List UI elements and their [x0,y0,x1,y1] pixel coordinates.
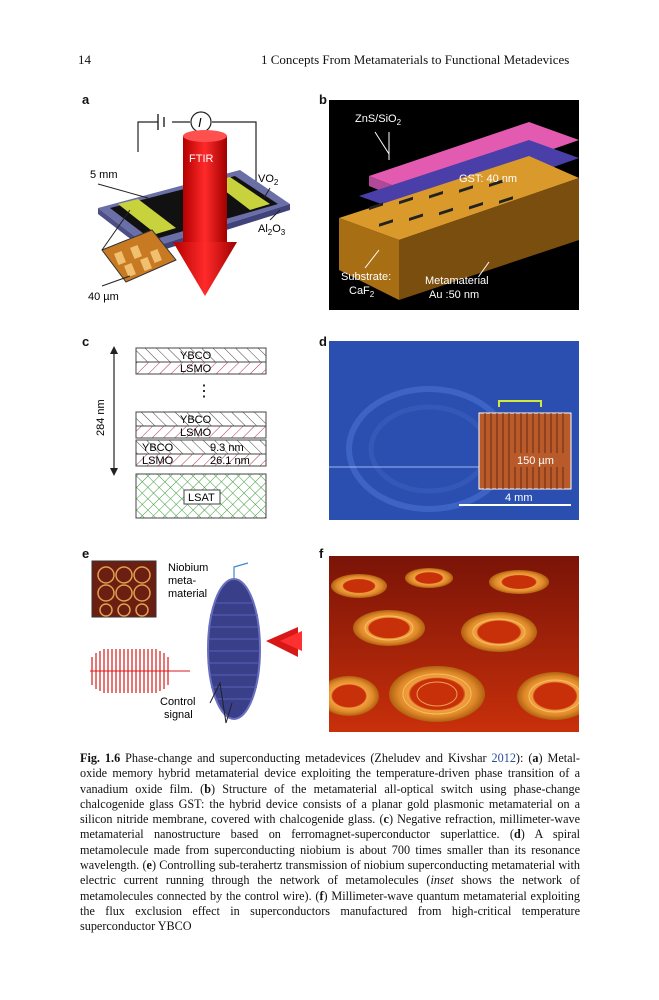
au-label: Au :50 nm [429,289,479,301]
niobium-label-3: material [168,588,207,600]
lsat-label: LSAT [188,492,215,504]
panel-label-a: a [82,92,90,107]
panel-e-niobium: Niobium meta- material Control signal [80,553,310,733]
caption-text: ) Negative refraction, millimeter-wave m… [80,812,580,842]
panel-label-b: b [319,92,327,107]
running-header: 1 Concepts From Metamaterials to Functio… [261,52,570,67]
metamaterial-label: Metamaterial [425,275,489,287]
ftir-label: FTIR [189,153,213,165]
control-label-1: Control [160,696,195,708]
niobium-label-1: Niobium [168,562,208,574]
caption-panel-ref: f [319,888,324,903]
caption-inset-word: inset [430,873,454,888]
caption-text: shows the network of metamolecules conne… [80,873,580,903]
page-number: 14 [78,52,91,67]
thickness-label: 284 nm [95,399,107,436]
caption-text: ) Metal-oxide memory hybrid metamaterial… [80,751,580,796]
caption-panel-ref: c [383,812,389,827]
caption-panel-ref: d [513,827,521,842]
panel-f-ybco-metamaterial [329,556,579,732]
caf2-label: CaF2 [349,285,375,299]
lsmo-label-mid: LSMO [180,427,212,439]
citation-year-link[interactable]: 2012 [491,751,516,765]
figure-number: Fig. 1.6 [80,751,121,765]
scale-4mm-label: 4 mm [505,492,533,504]
caption-text: ): ( [515,751,533,765]
vo2-label: VO [258,173,274,185]
panel-a-vo2-device: I FTIR 5 mm VO2 Al2O3 40 µm [80,100,310,310]
current-symbol: I [198,115,202,130]
caption-text: ) Millimeter-wave quantum metamaterial e… [80,888,580,934]
caption-text: Phase-change and superconducting metadev… [120,751,492,765]
panel-d-spiral: 150 µm 4 mm [329,341,579,520]
size-5mm-label: 5 mm [90,169,118,181]
ybco-label-bottom: YBCO [142,442,174,454]
lsmo-thickness: 26.1 nm [210,455,250,467]
panel-label-f: f [319,546,324,561]
panel-label-e: e [82,546,90,561]
inset-scale-label: 150 µm [517,455,554,467]
caption-panel-ref: b [204,781,211,796]
substrate-label: Substrate: [341,271,391,283]
caption-panel-ref: e [146,858,152,873]
panel-label-d: d [319,334,327,349]
niobium-label-2: meta- [168,575,196,587]
ybco-thickness: 9.3 nm [210,442,244,454]
panel-label-c: c [82,334,90,349]
lsmo-label-top: LSMO [180,363,212,375]
panel-c-superlattice: 284 nm YBCO LSMO ⋮ YBCO LSMO YBCO LSMO 9… [80,340,310,525]
svg-text:VO2: VO2 [258,173,279,187]
size-40um-label: 40 µm [88,291,119,303]
repeat-dots: ⋮ [196,383,212,400]
ybco-label-mid: YBCO [180,414,212,426]
ybco-label-top: YBCO [180,350,212,362]
caption-panel-ref: a [532,751,539,765]
panel-b-gst-switch: ZnS/SiO2 GST: 40 nm Substrate: CaF2 Meta… [329,100,579,310]
figure-caption: Fig. 1.6 Phase-change and superconductin… [80,751,580,935]
caption-text: ) Structure of the metamaterial all-opti… [80,781,580,827]
gst-label: GST: 40 nm [459,173,517,185]
lsmo-label-bottom: LSMO [142,455,174,467]
control-label-2: signal [164,709,193,721]
caption-text: ) Controlling sub-terahertz transmission… [80,858,580,888]
caption-text: ) A spiral metamolecule made from superc… [80,827,580,873]
al2o3-label: Al2O3 [258,223,286,237]
zns-label: ZnS/SiO2 [355,113,402,127]
